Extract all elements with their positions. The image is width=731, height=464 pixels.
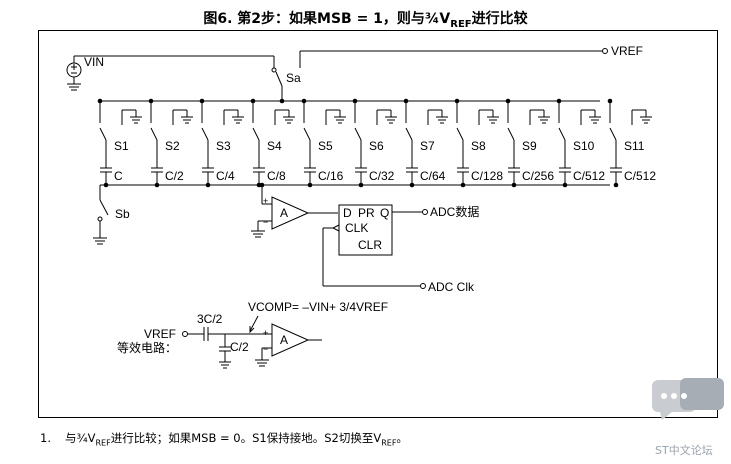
- switch-5-blade: [303, 127, 311, 141]
- switch-label-6: S6: [369, 139, 384, 153]
- comparator-a-icon: [251, 185, 338, 238]
- comparator2-plus: +: [263, 328, 268, 338]
- cap-label-2: C/2: [165, 169, 184, 183]
- vref-eq-label: VREF: [144, 327, 176, 341]
- cap-label-9: C/256: [522, 169, 554, 183]
- cap-label-11: C/512: [624, 169, 656, 183]
- top-node-10: [556, 98, 562, 104]
- vin-source-icon: [66, 55, 275, 91]
- switch-label-10: S10: [573, 139, 595, 153]
- dff-clr-label: CLR: [358, 238, 382, 252]
- figure-title: 图6. 第2步：如果MSB = 1，则与¾VREF进行比较: [203, 11, 528, 30]
- top-node-9: [505, 98, 511, 104]
- switch-3-blade: [201, 127, 209, 141]
- dff-clk-label: CLK: [345, 221, 368, 235]
- switch-label-4: S4: [267, 139, 282, 153]
- vin-label: VIN: [84, 55, 104, 69]
- switch-label-11: S11: [624, 139, 645, 153]
- bottom-node-9: [511, 182, 517, 188]
- switch-4-blade: [252, 127, 260, 141]
- watermark-text: ST中文论坛: [655, 444, 713, 457]
- comparator-a2-icon: [255, 323, 322, 367]
- switch-9-blade: [507, 127, 515, 141]
- comparator-minus: −: [263, 217, 268, 227]
- comparator2-minus: −: [263, 344, 268, 354]
- dff-d-label: D: [343, 206, 352, 220]
- top-node-6: [352, 98, 358, 104]
- switch-label-3: S3: [216, 139, 231, 153]
- cap-label-4: C/8: [267, 169, 286, 183]
- switch-label-1: S1: [114, 139, 129, 153]
- diagram-frame: [38, 30, 718, 418]
- vref-label: VREF: [611, 44, 643, 58]
- dff-pr-label: PR: [358, 206, 375, 220]
- switch-8-blade: [456, 127, 464, 141]
- bottom-node-6: [358, 182, 364, 188]
- top-node-11: [607, 98, 613, 104]
- bottom-node-2: [154, 182, 160, 188]
- switch-7-blade: [405, 127, 413, 141]
- bottom-node-3: [205, 182, 211, 188]
- cap-label-5: C/16: [318, 169, 344, 183]
- bottom-node-5: [307, 182, 313, 188]
- bottom-node-7: [409, 182, 415, 188]
- top-node-4: [250, 98, 256, 104]
- switch-1-blade: [99, 127, 107, 141]
- switch-label-5: S5: [318, 139, 333, 153]
- sb-label: Sb: [115, 207, 130, 221]
- cap-label-10: C/512: [573, 169, 605, 183]
- sa-node: [279, 98, 285, 104]
- bottom-node-1: [103, 182, 109, 188]
- switch-11-blade: [609, 127, 617, 141]
- cap-label-3: C/4: [216, 169, 235, 183]
- chat-bubble-icon: [652, 378, 724, 420]
- dff-box: [338, 204, 393, 256]
- adc-data-label: ADC数据: [430, 204, 479, 219]
- comparator-plus: +: [263, 196, 268, 206]
- switch-2-blade: [150, 127, 158, 141]
- switch-10-blade: [558, 127, 566, 141]
- cap-c2-label: C/2: [230, 340, 249, 354]
- cap-label-6: C/32: [369, 169, 395, 183]
- bottom-node-11: [613, 182, 619, 188]
- bottom-node-10: [562, 182, 568, 188]
- switch-label-8: S8: [471, 139, 486, 153]
- top-node-2: [148, 98, 154, 104]
- switch-6-blade: [354, 127, 362, 141]
- top-node-8: [454, 98, 460, 104]
- switch-sa-icon: [271, 67, 283, 101]
- cap-label-8: C/128: [471, 169, 503, 183]
- comparator2-label: A: [280, 333, 288, 347]
- sa-label: Sa: [286, 71, 301, 85]
- top-node-7: [403, 98, 409, 104]
- switch-label-9: S9: [522, 139, 537, 153]
- cap-3c2-label: 3C/2: [197, 312, 223, 326]
- vcomp-label: VCOMP= –VIN+ 3/4VREF: [248, 300, 388, 314]
- switch-label-2: S2: [165, 139, 180, 153]
- cap-label-1: C: [114, 169, 123, 183]
- cap-label-7: C/64: [420, 169, 446, 183]
- switch-label-7: S7: [420, 139, 435, 153]
- top-node-5: [301, 98, 307, 104]
- adc-clk-label: ADC Clk: [428, 280, 475, 294]
- comp-node: [259, 182, 265, 188]
- dff-q-label: Q: [380, 206, 389, 220]
- comparator-label: A: [280, 206, 288, 220]
- top-node-3: [199, 98, 205, 104]
- footnote: 1.与¾VREF进行比较；如果MSB = 0。S1保持接地。S2切换至VREF。: [40, 431, 408, 448]
- equiv-label: 等效电路：: [117, 340, 177, 355]
- bottom-node-8: [460, 182, 466, 188]
- top-node-1: [97, 98, 103, 104]
- switch-sb-icon: [93, 185, 109, 245]
